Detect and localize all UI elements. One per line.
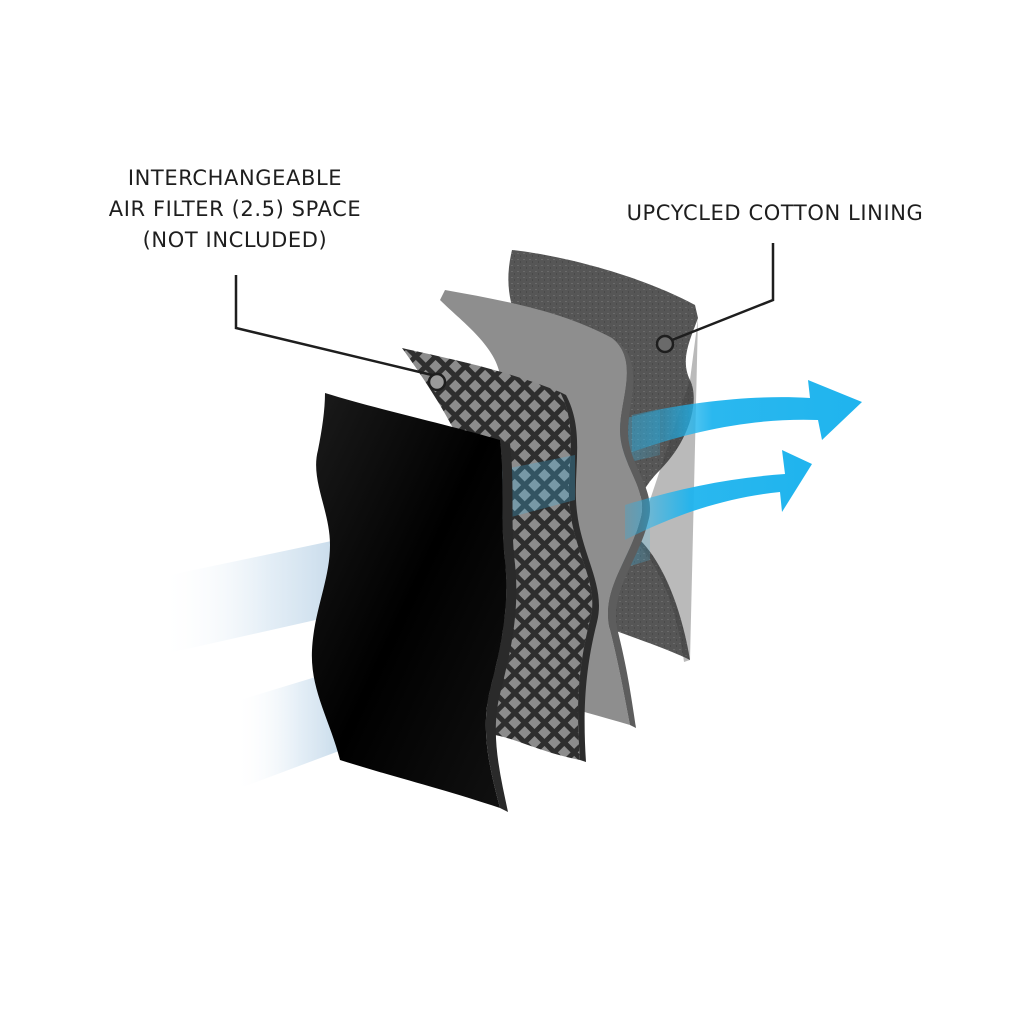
filter-callout-line (234, 275, 433, 377)
filter-space-label-line-3: (NOT INCLUDED) (142, 228, 328, 252)
lining-callout-line (671, 243, 775, 342)
filter-space-label: INTERCHANGEABLE AIR FILTER (2.5) SPACE (… (95, 163, 375, 256)
ring-marker-icon (655, 334, 675, 354)
outer-black-layer (311, 393, 517, 812)
callout-lines (234, 243, 775, 392)
filter-space-label-line-2: AIR FILTER (2.5) SPACE (108, 197, 362, 221)
arrow-right-icon (632, 380, 862, 452)
ring-marker-icon (427, 372, 447, 392)
cotton-lining-label: UPCYCLED COTTON LINING (626, 201, 924, 225)
arrow-right-icon (625, 450, 812, 540)
filter-space-label-line-1: INTERCHANGEABLE (127, 166, 343, 190)
airflow-out (625, 380, 862, 540)
